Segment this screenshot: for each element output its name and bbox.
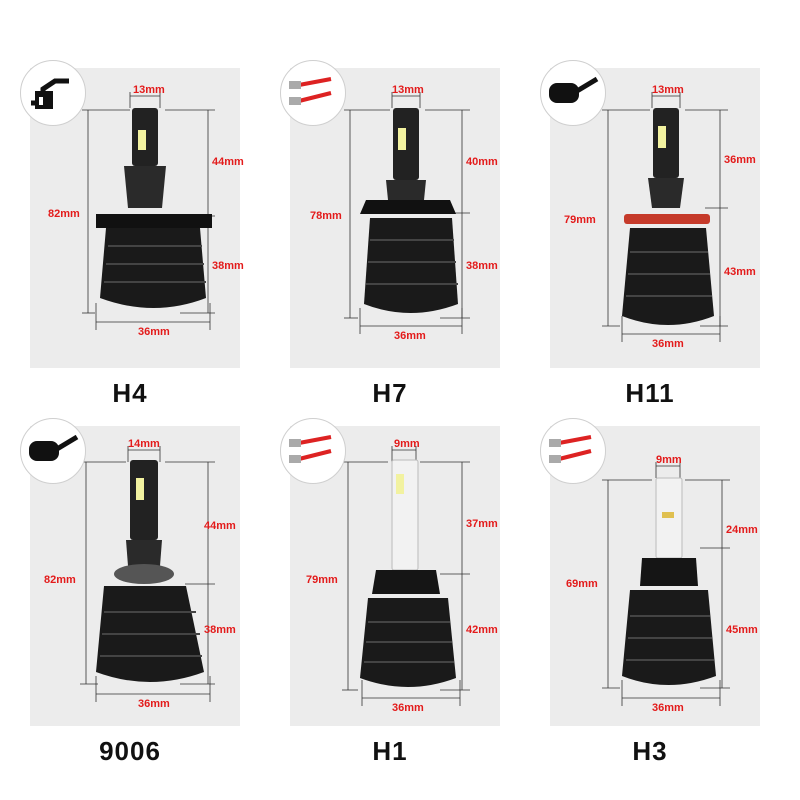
model-label: 9006 [99, 736, 161, 766]
base-width-dimension: 36mm [652, 702, 684, 714]
width-dimension: 13mm [652, 84, 684, 96]
upper-height-dimension: 44mm [212, 156, 244, 168]
bulb-card-h1: 9mm 79mm 37mm 42mm 36mm H1 [280, 418, 500, 766]
bulb-image [342, 446, 470, 706]
oval-plug-icon [549, 76, 599, 103]
wire-terminals-icon [289, 435, 332, 463]
lower-height-dimension: 38mm [466, 260, 498, 272]
width-dimension: 14mm [128, 438, 160, 450]
total-height-dimension: 78mm [310, 210, 342, 222]
total-height-dimension: 69mm [566, 578, 598, 590]
upper-height-dimension: 37mm [466, 518, 498, 530]
base-width-dimension: 36mm [652, 338, 684, 350]
total-height-dimension: 82mm [44, 574, 76, 586]
connector-circle [20, 418, 86, 484]
model-label: H7 [372, 378, 408, 408]
model-label: H1 [372, 736, 408, 766]
lower-height-dimension: 45mm [726, 624, 758, 636]
bulb-image [82, 92, 215, 330]
base-width-dimension: 36mm [138, 698, 170, 710]
connector-circle [280, 418, 346, 484]
total-height-dimension: 82mm [48, 208, 80, 220]
bulb-card-h4: 13mm 82mm 44mm 38mm 36mm H4 [20, 60, 244, 408]
bulb-image [602, 462, 730, 706]
width-dimension: 9mm [394, 438, 420, 450]
base-width-dimension: 36mm [138, 326, 170, 338]
width-dimension: 9mm [656, 454, 682, 466]
connector-circle [20, 60, 86, 126]
upper-height-dimension: 44mm [204, 520, 236, 532]
upper-height-dimension: 24mm [726, 524, 758, 536]
bulb-card-h7: 13mm 78mm 40mm 38mm 36mm H7 [280, 60, 500, 408]
lower-height-dimension: 42mm [466, 624, 498, 636]
base-width-dimension: 36mm [394, 330, 426, 342]
total-height-dimension: 79mm [306, 574, 338, 586]
upper-height-dimension: 40mm [466, 156, 498, 168]
connector-circle [280, 60, 346, 126]
upper-height-dimension: 36mm [724, 154, 756, 166]
base-width-dimension: 36mm [392, 702, 424, 714]
total-height-dimension: 79mm [564, 214, 596, 226]
model-label: H4 [112, 378, 148, 408]
bulb-image [602, 92, 728, 342]
width-dimension: 13mm [392, 84, 424, 96]
h4-plug-icon [31, 78, 69, 109]
width-dimension: 13mm [133, 84, 165, 96]
wire-terminals-icon [289, 77, 332, 105]
model-label: H11 [625, 378, 675, 408]
bulb-card-h11: 13mm 79mm 36mm 43mm 36mm H11 [540, 60, 760, 408]
wire-terminals-icon [549, 435, 592, 463]
model-label: H3 [632, 736, 668, 766]
connector-circle [540, 418, 606, 484]
bulb-image [80, 446, 215, 702]
bulb-card-h3: 9mm 69mm 24mm 45mm 36mm H3 [540, 418, 760, 766]
lower-height-dimension: 38mm [204, 624, 236, 636]
bulb-card-9006: 14mm 82mm 44mm 38mm 36mm 9006 [20, 418, 240, 766]
bulb-image [344, 92, 470, 334]
lower-height-dimension: 43mm [724, 266, 756, 278]
lower-height-dimension: 38mm [212, 260, 244, 272]
connector-circle [540, 60, 606, 126]
oval-plug-icon [29, 434, 79, 461]
